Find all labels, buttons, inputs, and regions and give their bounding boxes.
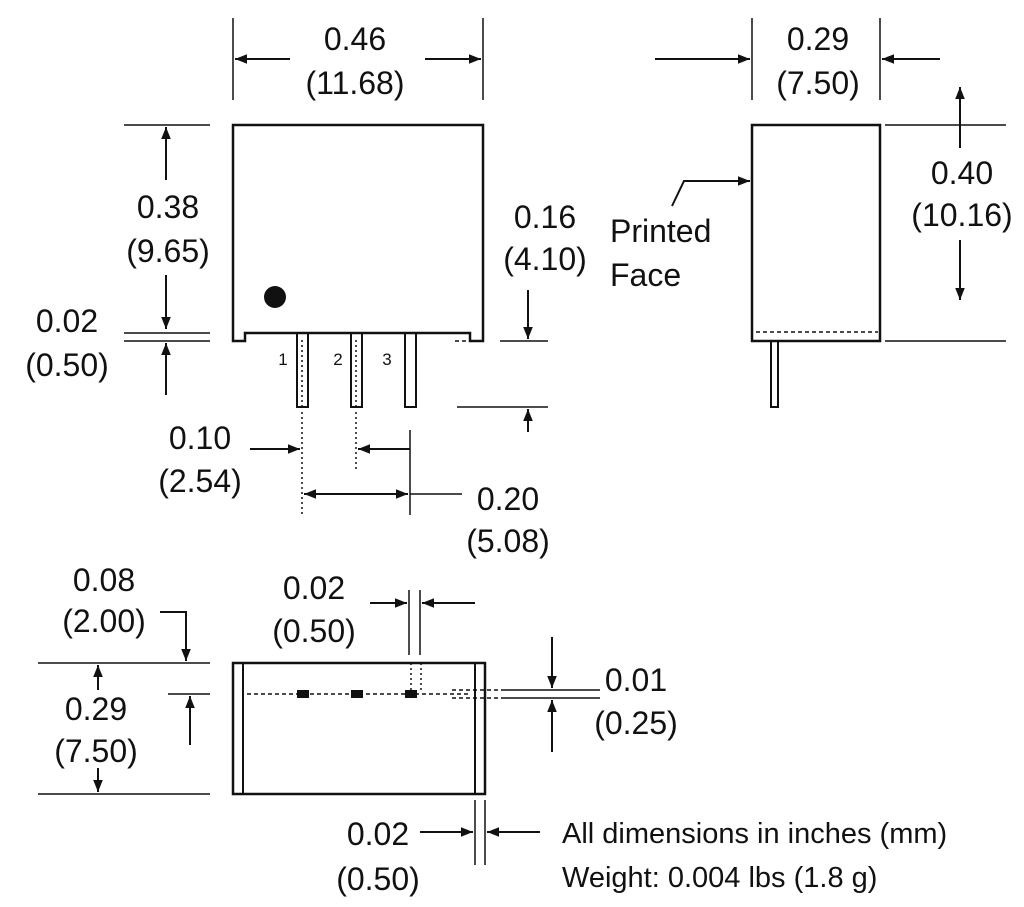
dim-pin-width-in: 0.02: [283, 570, 345, 606]
bottom-view-body: [231, 661, 487, 796]
dim-pin-span-in: 0.20: [477, 481, 539, 517]
notes: All dimensions in inches (mm) Weight: 0.…: [562, 818, 947, 894]
dim-pin-span-mm: (5.08): [466, 523, 550, 559]
dim-pin-length: 0.16 (4.10): [457, 199, 587, 432]
pin-3: [404, 332, 417, 408]
pin-label-2: 2: [333, 350, 342, 369]
dim-side-height: 0.40 (10.16): [885, 87, 1013, 342]
dim-standoff: 0.02 (0.50): [25, 303, 210, 395]
pin-label-3: 3: [382, 350, 391, 369]
dim-pin-row-offset-in: 0.08: [73, 562, 135, 598]
dim-bottom-depth-mm: (7.50): [54, 733, 138, 769]
printed-face-callout: Printed Face: [610, 176, 750, 293]
dim-side-width: 0.29 (7.50): [655, 18, 940, 101]
side-view: [750, 123, 882, 408]
dim-front-height-in: 0.38: [137, 189, 199, 225]
dim-front-height-mm: (9.65): [126, 233, 210, 269]
dim-wall-thickness-in: 0.02: [347, 816, 409, 852]
pin-footprint-3: [405, 690, 417, 698]
dim-pin-span: 0.20 (5.08): [304, 481, 550, 559]
side-view-pin: [770, 340, 779, 408]
front-view: 1 2 3: [231, 123, 485, 408]
dim-top-width-in: 0.46: [324, 21, 386, 57]
dim-side-width-mm: (7.50): [776, 65, 860, 101]
dim-standoff-in: 0.02: [36, 303, 98, 339]
pin-footprint-1: [297, 690, 309, 698]
dim-pin-width-mm: (0.50): [272, 613, 356, 649]
bottom-view: [231, 661, 487, 796]
printed-face-label-2: Face: [610, 257, 681, 293]
dim-wall-thickness: 0.02 (0.50): [336, 800, 540, 897]
dim-front-height: 0.38 (9.65): [124, 124, 210, 329]
dim-pin-thickness: 0.01 (0.25): [452, 637, 678, 752]
dim-pin-pitch: 0.10 (2.54): [158, 412, 411, 515]
dim-side-height-mm: (10.16): [911, 197, 1012, 233]
side-view-body: [750, 123, 882, 343]
dim-pin-thickness-in: 0.01: [605, 662, 667, 698]
dim-pin-pitch-in: 0.10: [169, 420, 231, 456]
note-weight: Weight: 0.004 lbs (1.8 g): [562, 862, 877, 894]
dim-side-height-in: 0.40: [931, 155, 993, 191]
dim-standoff-mm: (0.50): [25, 347, 109, 383]
dim-bottom-depth: 0.29 (7.50): [38, 665, 210, 795]
dim-pin-length-in: 0.16: [514, 199, 576, 235]
dim-top-width-mm: (11.68): [305, 65, 404, 101]
dim-top-width: 0.46 (11.68): [232, 18, 484, 101]
dim-pin-pitch-mm: (2.54): [158, 463, 242, 499]
dim-side-width-in: 0.29: [787, 21, 849, 57]
dim-pin-row-offset: 0.08 (2.00): [38, 562, 210, 745]
pin-label-1: 1: [278, 350, 287, 369]
note-units: All dimensions in inches (mm): [562, 818, 947, 850]
dim-wall-thickness-mm: (0.50): [336, 861, 420, 897]
dim-pin-length-mm: (4.10): [503, 241, 587, 277]
front-view-body: [231, 123, 485, 343]
printed-face-label-1: Printed: [610, 213, 711, 249]
dim-pin-thickness-mm: (0.25): [594, 705, 678, 741]
dim-pin-row-offset-mm: (2.00): [62, 603, 146, 639]
pin-footprint-2: [351, 690, 363, 698]
dim-bottom-depth-in: 0.29: [65, 691, 127, 727]
pin-1-marker: [264, 286, 286, 308]
dim-pin-width: 0.02 (0.50): [272, 570, 475, 655]
